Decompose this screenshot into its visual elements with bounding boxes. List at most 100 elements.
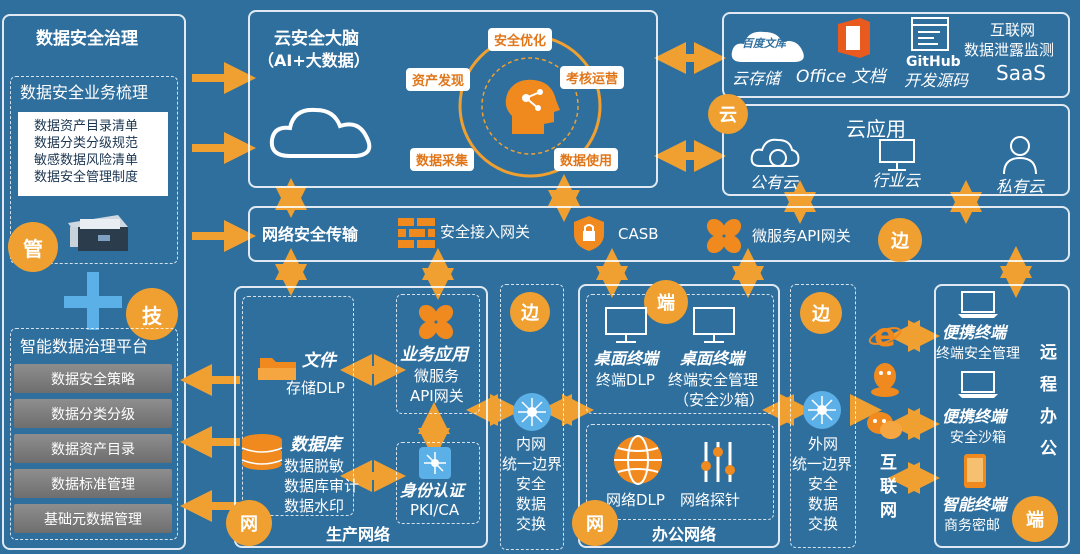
cloud-app-item: 行业云	[872, 171, 921, 190]
net-badge-production: 网	[226, 500, 272, 546]
portable2-sub: 安全沙箱	[950, 430, 1006, 446]
outer-exchange-line: 安全	[808, 475, 839, 493]
outer-exchange-line: 统一边界	[792, 455, 853, 473]
github-label: 开发源码	[904, 71, 969, 90]
smart-sub: 商务密邮	[944, 518, 1000, 534]
production-panel	[234, 286, 488, 548]
qq-icon	[871, 363, 899, 397]
network-probe-label: 网络探针	[680, 491, 741, 509]
portable2-title: 便携终端	[942, 407, 1007, 426]
portable1-title: 便携终端	[942, 323, 1007, 342]
leak-line1: 互联网	[990, 21, 1036, 39]
db-item: 数据库审计	[284, 477, 360, 495]
file-cabinet-icon	[68, 215, 128, 251]
smart-title: 智能终端	[942, 495, 1007, 514]
business-item: 敏感数据风险清单	[34, 153, 139, 168]
business-item: 数据安全管理制度	[34, 170, 139, 185]
desktop-icon	[605, 307, 647, 343]
business-title: 数据安全业务梳理	[20, 83, 149, 102]
identity-icon	[419, 447, 451, 479]
plus-icon-vertical	[87, 272, 99, 330]
outer-exchange-panel	[790, 284, 856, 548]
edge-badge: 边	[878, 218, 922, 262]
portable1-sub: 终端安全管理	[936, 346, 1020, 362]
outer-edge-badge: 边	[800, 292, 842, 334]
app-sub2: API网关	[410, 387, 464, 405]
firewall-icon	[398, 218, 435, 248]
inner-exchange-line: 内网	[516, 435, 547, 453]
remote-side-char: 程	[1040, 375, 1057, 395]
internet-label-char: 联	[880, 477, 897, 497]
outer-exchange-line: 数据	[808, 495, 839, 513]
industry-cloud-icon	[879, 139, 915, 171]
laptop-icon	[958, 291, 998, 318]
inner-edge-badge: 边	[510, 292, 550, 332]
wechat-icon	[867, 412, 902, 439]
desktop-icon	[693, 307, 735, 343]
governance-panel	[2, 14, 186, 550]
globe-icon	[614, 435, 662, 485]
id-title: 身份认证	[400, 481, 465, 500]
cloud-app-title: 云应用	[846, 117, 906, 141]
brain-node: 安全优化	[488, 28, 553, 51]
end-badge-office: 端	[644, 280, 688, 324]
outer-exchange-line: 交换	[808, 515, 839, 533]
network-panel	[248, 206, 1070, 262]
public-cloud-icon	[750, 138, 800, 167]
office-label: Office 文档	[796, 67, 886, 87]
network-dlp-label: 网络DLP	[606, 491, 665, 509]
inner-exchange-line: 统一边界	[502, 455, 563, 473]
business-item: 数据分类分级规范	[34, 136, 139, 151]
baidu-cloud-icon	[731, 31, 804, 62]
app-title: 业务应用	[400, 345, 468, 365]
business-item: 数据资产目录清单	[34, 119, 139, 134]
remote-panel	[934, 284, 1070, 548]
phone-icon	[964, 454, 986, 488]
end-badge-remote: 端	[1012, 496, 1058, 542]
inner-exchange-line: 数据	[516, 495, 547, 513]
inner-exchange-panel	[500, 284, 564, 550]
network-title: 网络安全传输	[262, 225, 359, 244]
app-icon	[418, 304, 454, 340]
brain-node: 考核运营	[560, 66, 625, 89]
database-icon	[241, 434, 283, 470]
github-logo: GitHub	[906, 54, 961, 70]
code-window-icon	[911, 17, 949, 51]
platform-item: 数据标准管理	[14, 469, 172, 498]
remote-side-char: 公	[1040, 439, 1057, 459]
cloud-icon	[269, 107, 372, 158]
db-item: 数据脱敏	[284, 457, 345, 475]
brain-node: 数据采集	[410, 148, 475, 171]
db-title: 数据库	[290, 435, 341, 455]
desktop2-sub2: （安全沙箱）	[674, 391, 765, 409]
baidu-logo: 百度文库	[742, 37, 786, 50]
platform-item: 基础元数据管理	[14, 504, 172, 533]
cloud-badge: 云	[708, 94, 748, 134]
office-icon	[838, 18, 870, 58]
desktop1-title: 桌面终端	[594, 349, 659, 368]
production-label: 生产网络	[326, 525, 391, 544]
gateway-label: 安全接入网关	[440, 223, 531, 241]
cloud-app-panel	[722, 104, 1070, 196]
brain-panel	[248, 10, 658, 188]
svg-text:e: e	[874, 318, 896, 352]
probe-icon	[701, 442, 735, 482]
business-list	[18, 112, 168, 196]
office-network-area	[586, 424, 774, 520]
desktop2-title: 桌面终端	[680, 349, 745, 368]
remote-side-char: 远	[1040, 343, 1057, 363]
governance-title: 数据安全治理	[36, 29, 138, 49]
brain-head-icon	[505, 79, 560, 134]
shield-lock-icon	[574, 216, 604, 251]
remote-side-char: 办	[1040, 407, 1057, 427]
brain-subtitle: （AI+大数据）	[258, 51, 370, 70]
office-label: 办公网络	[652, 525, 717, 544]
platform-title: 智能数据治理平台	[20, 337, 149, 356]
file-title: 文件	[302, 351, 336, 371]
cloud-app-item: 公有云	[750, 173, 799, 192]
inner-exchange-line: 安全	[516, 475, 547, 493]
cloud-storage-label: 云存储	[732, 69, 781, 88]
tech-badge: 技	[126, 288, 178, 340]
platform-item: 数据资产目录	[14, 434, 172, 463]
internet-label-char: 互	[880, 453, 897, 473]
